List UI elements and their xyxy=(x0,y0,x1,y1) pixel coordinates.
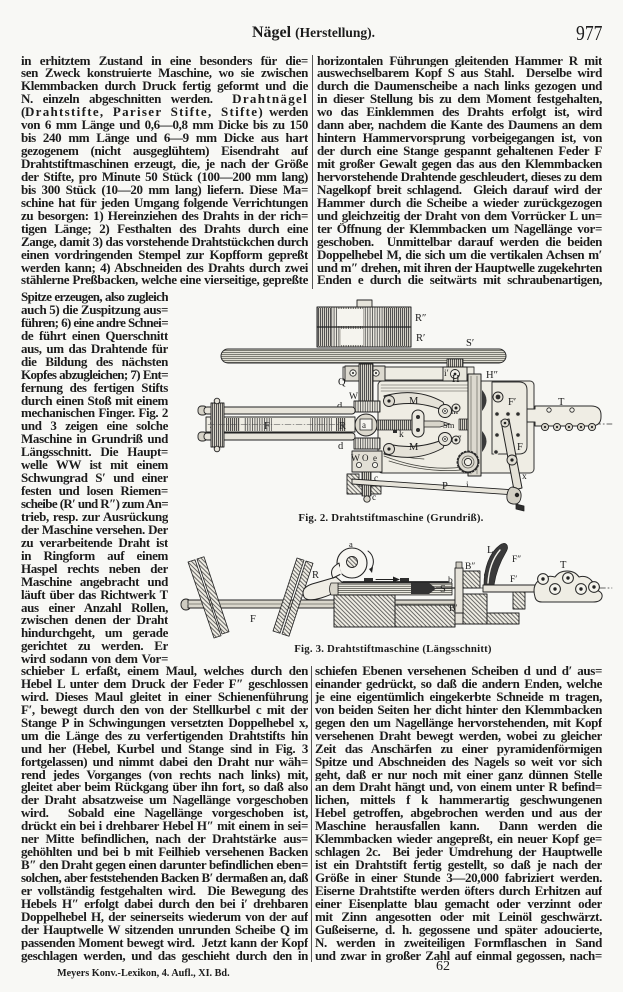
svg-text:F′: F′ xyxy=(510,575,517,585)
svg-text:M: M xyxy=(409,396,419,407)
svg-text:a: a xyxy=(349,539,353,549)
svg-text:B″: B″ xyxy=(465,562,475,572)
svg-text:R: R xyxy=(312,570,319,581)
svg-text:k: k xyxy=(399,430,404,440)
svg-text:Q: Q xyxy=(338,377,346,388)
svg-text:a: a xyxy=(362,420,366,430)
svg-text:x: x xyxy=(522,472,527,482)
svg-text:H: H xyxy=(452,374,460,385)
svg-text:S: S xyxy=(440,584,446,595)
svg-text:R′: R′ xyxy=(416,333,425,344)
svg-text:L: L xyxy=(487,545,493,556)
svg-text:W: W xyxy=(351,454,360,464)
svg-text:B′: B′ xyxy=(449,604,457,614)
svg-text:d: d xyxy=(338,441,344,452)
svg-text:d: d xyxy=(337,401,343,412)
svg-text:M: M xyxy=(409,442,419,453)
svg-text:P: P xyxy=(442,481,448,492)
svg-text:F′: F′ xyxy=(508,397,516,408)
svg-text:W: W xyxy=(349,392,358,402)
svg-text:F: F xyxy=(250,614,256,625)
svg-text:S′: S′ xyxy=(466,338,474,349)
svg-text:R″: R″ xyxy=(415,313,426,324)
svg-text:O: O xyxy=(362,453,369,463)
svg-text:i′: i′ xyxy=(444,369,449,379)
svg-text:Sm: Sm xyxy=(443,420,455,430)
svg-text:R: R xyxy=(339,421,346,432)
svg-text:F: F xyxy=(517,442,523,453)
svg-text:b: b xyxy=(448,576,453,586)
svg-text:F: F xyxy=(264,421,270,432)
svg-text:T: T xyxy=(560,560,567,571)
svg-text:i: i xyxy=(466,481,469,491)
svg-text:H″: H″ xyxy=(486,370,498,381)
svg-text:c: c xyxy=(372,493,376,503)
svg-text:e: e xyxy=(373,453,377,463)
svg-text:F″: F″ xyxy=(512,555,521,565)
svg-text:T: T xyxy=(558,397,565,408)
svg-text:c: c xyxy=(374,474,378,484)
